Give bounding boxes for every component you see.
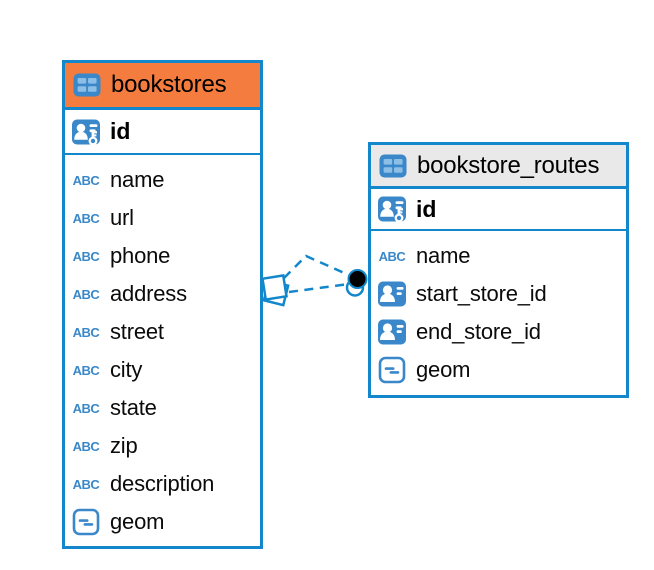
text-type-icon: ABC (72, 362, 100, 378)
primary-key-icon (71, 117, 101, 147)
dot-end-marker (345, 269, 368, 297)
table-bookstore-routes[interactable]: bookstore_routes id ABC (368, 142, 629, 398)
routes-column-geom[interactable]: geom (371, 351, 626, 389)
column-name: street (110, 319, 164, 344)
column-name: id (416, 195, 437, 222)
column-name: phone (110, 243, 171, 268)
routes-column-name[interactable]: ABC name (371, 237, 626, 275)
text-type-icon: ABC (378, 248, 406, 264)
column-name: url (110, 205, 134, 230)
table-title: bookstores (111, 71, 227, 98)
text-type-icon: ABC (72, 172, 100, 188)
table-icon (72, 70, 102, 100)
column-name: state (110, 395, 157, 420)
column-name: address (110, 281, 187, 306)
table-header-bookstore-routes[interactable]: bookstore_routes (371, 145, 626, 189)
column-name: name (416, 243, 471, 268)
column-name: zip (110, 433, 138, 458)
geometry-type-icon (71, 507, 101, 537)
bookstores-column-name[interactable]: ABC name (65, 161, 260, 199)
column-name: start_store_id (416, 281, 547, 306)
routes-column-start-store-id[interactable]: start_store_id (371, 275, 626, 313)
column-name: geom (110, 509, 165, 534)
bookstores-columns: ABC name ABC url ABC phone ABC address A… (65, 155, 260, 541)
id-reference-icon (377, 317, 407, 347)
relationship-lines[interactable] (283, 254, 352, 294)
column-name: name (110, 167, 165, 192)
text-type-icon: ABC (72, 400, 100, 416)
table-header-bookstores[interactable]: bookstores (65, 63, 260, 110)
bookstores-column-url[interactable]: ABC url (65, 199, 260, 237)
text-type-icon: ABC (72, 438, 100, 454)
bookstores-column-zip[interactable]: ABC zip (65, 427, 260, 465)
primary-key-icon (377, 194, 407, 224)
routes-column-id[interactable]: id (371, 189, 626, 231)
text-type-icon: ABC (72, 286, 100, 302)
diamond-end-marker (261, 274, 290, 307)
text-type-icon: ABC (72, 248, 100, 264)
table-bookstores[interactable]: bookstores id ABC (62, 60, 263, 549)
column-name: description (110, 471, 215, 496)
bookstores-column-phone[interactable]: ABC phone (65, 237, 260, 275)
text-type-icon: ABC (72, 324, 100, 340)
routes-columns: ABC name start_store_id (371, 231, 626, 389)
bookstores-column-id[interactable]: id (65, 110, 260, 155)
bookstores-column-state[interactable]: ABC state (65, 389, 260, 427)
text-type-icon: ABC (72, 476, 100, 492)
bookstores-column-street[interactable]: ABC street (65, 313, 260, 351)
column-name: end_store_id (416, 319, 541, 344)
text-type-icon: ABC (72, 210, 100, 226)
bookstores-column-description[interactable]: ABC description (65, 465, 260, 503)
column-name: id (110, 118, 131, 144)
table-icon (378, 151, 408, 181)
bookstores-column-city[interactable]: ABC city (65, 351, 260, 389)
routes-column-end-store-id[interactable]: end_store_id (371, 313, 626, 351)
column-name: geom (416, 357, 471, 382)
column-name: city (110, 357, 143, 382)
bookstores-column-geom[interactable]: geom (65, 503, 260, 541)
geometry-type-icon (377, 355, 407, 385)
id-reference-icon (377, 279, 407, 309)
bookstores-column-address[interactable]: ABC address (65, 275, 260, 313)
table-title: bookstore_routes (417, 151, 600, 179)
